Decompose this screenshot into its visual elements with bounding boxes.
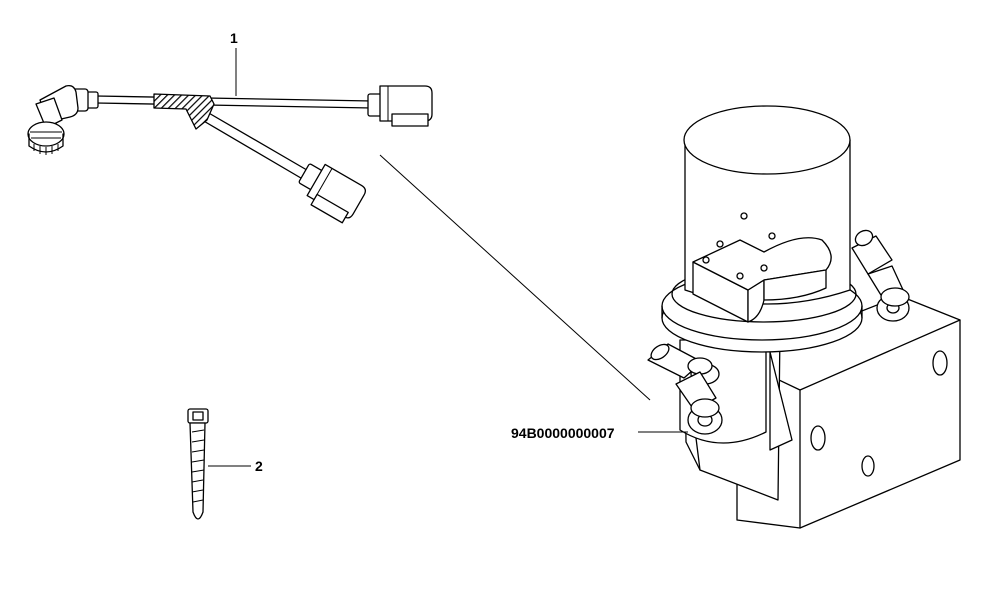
grease-pump-icon: [647, 105, 961, 529]
harness-to-pump-line: [379, 154, 651, 401]
callout-item-1: 1: [230, 30, 238, 46]
cable-tie-icon: [187, 408, 209, 520]
callout-part-number: 94B0000000007: [511, 425, 615, 441]
leader-lines: [208, 48, 688, 467]
wire-harness-icon: [27, 84, 433, 224]
callout-item-2: 2: [255, 458, 263, 474]
